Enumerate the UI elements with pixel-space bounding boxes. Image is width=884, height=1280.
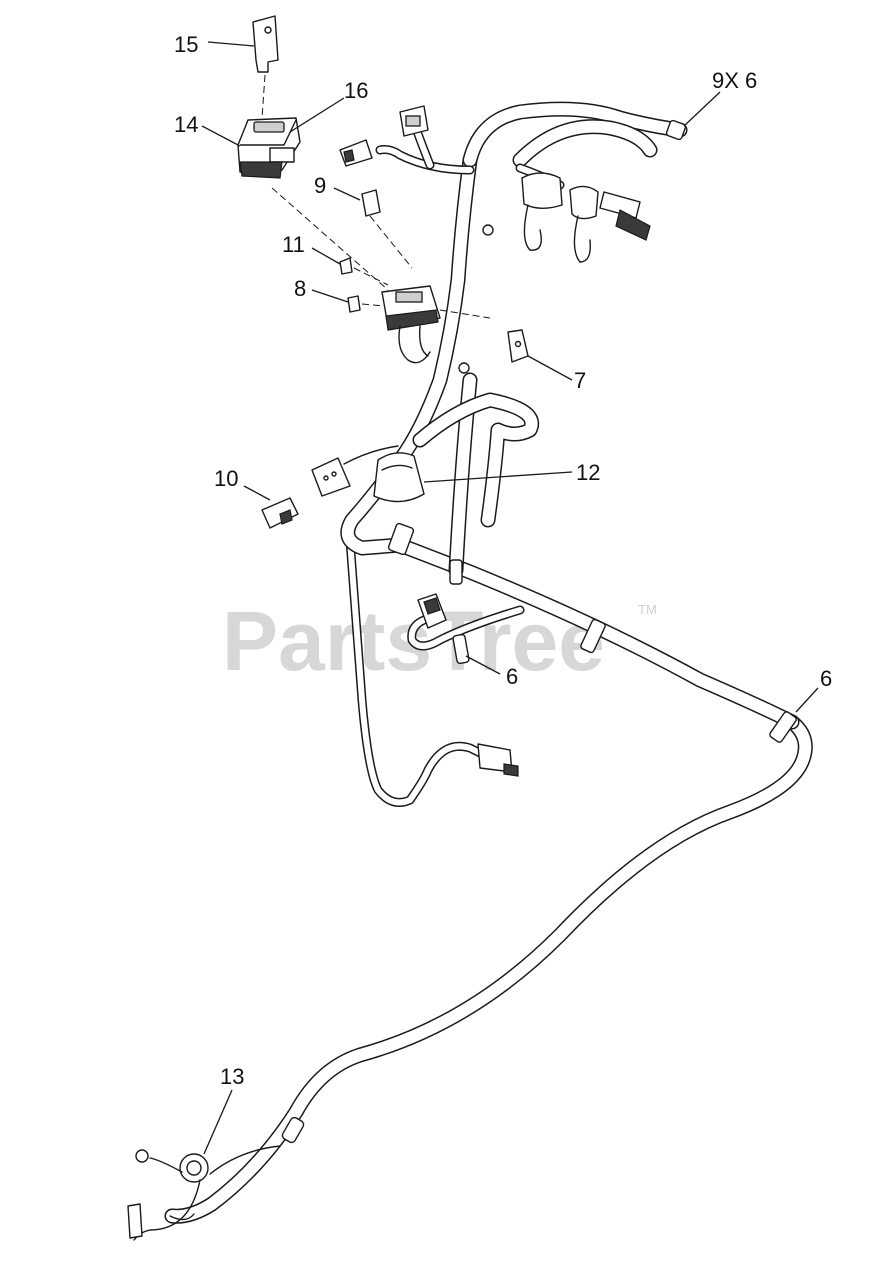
main-harness bbox=[164, 101, 813, 1224]
clamp-mid-spine bbox=[458, 362, 470, 374]
part-11-clip bbox=[339, 257, 389, 286]
callout-6-right: 6 bbox=[820, 666, 832, 691]
callout-16: 16 bbox=[344, 78, 368, 103]
callout-10: 10 bbox=[214, 466, 238, 491]
callout-6-left: 6 bbox=[506, 664, 518, 689]
part-8-clip bbox=[347, 295, 385, 313]
center-connector-block bbox=[271, 187, 491, 364]
callout-15: 15 bbox=[174, 32, 198, 57]
part-9-relay bbox=[361, 189, 413, 269]
clamp-top bbox=[482, 224, 494, 236]
part-13-battery-cable bbox=[127, 1116, 305, 1241]
leaders bbox=[201, 41, 819, 1155]
callout-7: 7 bbox=[574, 368, 586, 393]
callout-11: 11 bbox=[282, 232, 305, 257]
top-connectors bbox=[339, 105, 429, 167]
clamp-mid bbox=[580, 618, 606, 654]
clamp-left bbox=[452, 633, 470, 665]
part-12-boot bbox=[373, 452, 425, 503]
callout-9x6: 9X 6 bbox=[712, 68, 757, 93]
part-14-fuse-block bbox=[237, 117, 301, 179]
mid-connector bbox=[417, 593, 447, 629]
callout-labels: 15 16 14 9X 6 9 11 8 7 10 12 6 6 13 bbox=[174, 32, 832, 1089]
watermark-trademark: TM bbox=[638, 602, 657, 617]
right-connectors bbox=[521, 119, 687, 263]
part-10-plug bbox=[261, 445, 399, 529]
clamp-upper bbox=[387, 522, 415, 556]
callout-13: 13 bbox=[220, 1064, 244, 1089]
clamp-right bbox=[769, 711, 797, 743]
callout-12: 12 bbox=[576, 460, 600, 485]
callout-14: 14 bbox=[174, 112, 198, 137]
part-7-bracket bbox=[507, 329, 529, 363]
clamps bbox=[387, 224, 797, 743]
clamp-spine bbox=[449, 559, 463, 585]
part-15-bracket bbox=[252, 15, 279, 119]
callout-9: 9 bbox=[314, 173, 326, 198]
lower-plug bbox=[477, 743, 519, 777]
callout-8: 8 bbox=[294, 276, 306, 301]
